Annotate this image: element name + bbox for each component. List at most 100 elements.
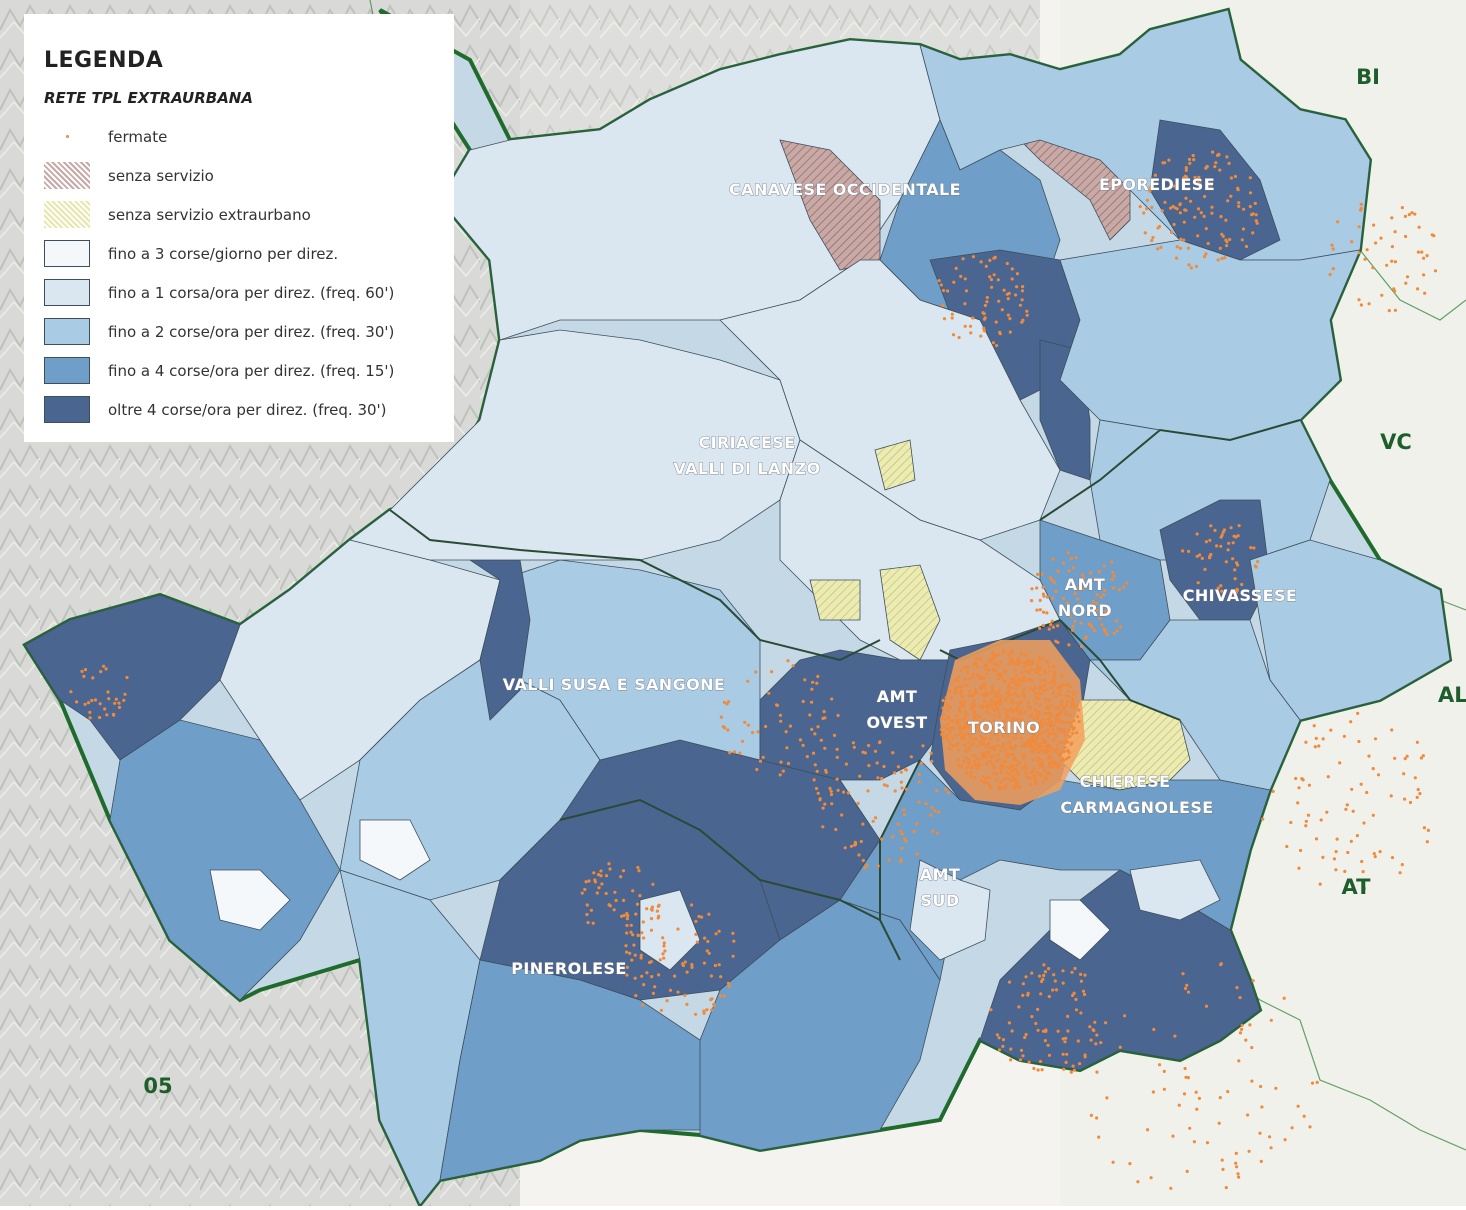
stop-dot bbox=[909, 755, 914, 759]
stop-dot bbox=[815, 681, 819, 685]
stop-dot bbox=[990, 285, 994, 289]
stop-dot bbox=[1009, 707, 1013, 711]
stop-dot bbox=[1402, 772, 1406, 776]
stop-dot bbox=[1074, 997, 1078, 1002]
stop-dot bbox=[896, 765, 901, 769]
stop-dot bbox=[1028, 777, 1032, 781]
stop-dot bbox=[997, 689, 1001, 693]
stop-dot bbox=[1064, 1036, 1068, 1040]
stop-dot bbox=[638, 894, 642, 898]
stop-dot bbox=[1118, 1045, 1122, 1049]
stop-dot bbox=[1234, 1161, 1238, 1165]
stop-dot bbox=[1062, 727, 1066, 732]
stop-dot bbox=[1254, 213, 1258, 217]
stop-dot bbox=[1182, 1092, 1187, 1096]
stop-dot bbox=[631, 889, 635, 893]
stop-dot bbox=[1018, 683, 1022, 687]
stop-dot bbox=[1005, 752, 1009, 756]
stop-dot bbox=[1017, 761, 1022, 765]
stop-dot bbox=[685, 1002, 689, 1007]
stop-dot bbox=[974, 687, 978, 692]
stop-dot bbox=[972, 715, 976, 719]
stop-dot bbox=[1017, 694, 1021, 698]
stop-dot bbox=[1031, 758, 1035, 762]
stop-dot bbox=[991, 688, 995, 692]
stop-dot bbox=[663, 949, 667, 953]
stop-dot bbox=[1013, 669, 1017, 673]
stop-dot bbox=[1181, 549, 1185, 553]
stop-dot bbox=[1087, 622, 1092, 626]
stop-dot bbox=[956, 685, 960, 689]
stop-dot bbox=[1390, 216, 1394, 220]
stop-dot bbox=[1071, 691, 1075, 695]
stop-dot bbox=[946, 289, 950, 293]
stop-dot bbox=[1010, 686, 1014, 690]
stop-dot bbox=[876, 864, 880, 868]
stop-dot bbox=[714, 932, 718, 936]
stop-dot bbox=[1183, 1066, 1187, 1071]
stop-dot bbox=[824, 770, 828, 774]
stop-dot bbox=[1001, 1044, 1005, 1048]
stop-dot bbox=[959, 736, 964, 740]
stop-dot bbox=[1187, 549, 1191, 554]
stop-dot bbox=[1061, 969, 1065, 973]
stop-dot bbox=[1033, 669, 1037, 673]
stop-dot bbox=[1009, 718, 1013, 722]
stop-dot bbox=[1240, 238, 1244, 242]
stop-dot bbox=[593, 880, 598, 884]
stop-dot bbox=[1351, 809, 1355, 813]
stop-dot bbox=[1213, 165, 1217, 169]
stop-dot bbox=[1344, 807, 1348, 811]
stop-dot bbox=[1048, 576, 1053, 580]
stop-dot bbox=[586, 920, 590, 925]
stop-dot bbox=[1224, 560, 1228, 564]
stop-dot bbox=[1040, 1068, 1044, 1072]
stop-dot bbox=[1271, 789, 1275, 794]
stop-dot bbox=[1343, 869, 1347, 874]
stop-dot bbox=[963, 302, 967, 306]
stop-dot bbox=[1204, 227, 1208, 231]
stop-dot bbox=[1195, 532, 1199, 536]
stop-dot bbox=[1213, 528, 1217, 533]
stop-dot bbox=[1167, 158, 1171, 162]
stop-dot bbox=[1011, 719, 1016, 723]
stop-dot bbox=[1035, 608, 1039, 612]
stop-dot bbox=[1045, 687, 1049, 692]
stop-dot bbox=[1010, 1029, 1014, 1033]
stop-dot bbox=[989, 702, 994, 707]
legend-item: fino a 4 corse/ora per direz. (freq. 15'… bbox=[44, 351, 454, 390]
stop-dot bbox=[1051, 988, 1055, 992]
legend-label: fino a 2 corse/ora per direz. (freq. 30'… bbox=[108, 322, 395, 341]
stop-dot bbox=[857, 853, 861, 857]
stop-dot bbox=[962, 760, 966, 764]
stop-dot bbox=[651, 882, 655, 886]
stop-dot bbox=[965, 683, 969, 687]
stop-dot bbox=[1024, 975, 1028, 979]
stop-dot bbox=[604, 891, 608, 896]
stop-dot bbox=[823, 716, 827, 720]
stop-dot bbox=[1043, 671, 1047, 675]
stop-dot bbox=[962, 737, 967, 741]
stop-dot bbox=[954, 714, 959, 718]
stop-dot bbox=[1005, 292, 1009, 296]
stop-dot bbox=[811, 751, 816, 755]
stop-dot bbox=[1006, 313, 1011, 317]
stop-dot bbox=[983, 664, 987, 668]
stop-dot bbox=[1225, 244, 1229, 248]
stop-dot bbox=[712, 1004, 716, 1008]
stop-dot bbox=[975, 727, 980, 731]
stop-dot bbox=[1021, 766, 1025, 770]
stop-dot bbox=[1045, 595, 1049, 599]
stop-dot bbox=[1004, 747, 1008, 752]
stop-dot bbox=[1052, 973, 1056, 977]
stop-dot bbox=[1009, 767, 1013, 771]
stop-dot bbox=[973, 775, 977, 780]
stop-dot bbox=[1005, 261, 1009, 266]
stop-dot bbox=[1067, 729, 1071, 733]
stop-dot bbox=[1027, 1060, 1031, 1064]
stop-dot bbox=[1036, 1007, 1040, 1012]
stop-dot bbox=[962, 704, 966, 708]
stop-dot bbox=[1066, 699, 1070, 703]
stop-dot bbox=[951, 719, 955, 723]
stop-dot bbox=[1041, 623, 1046, 628]
